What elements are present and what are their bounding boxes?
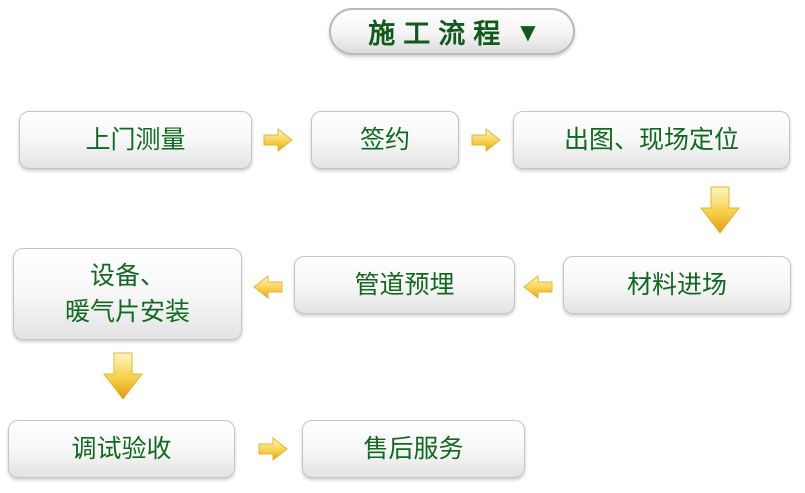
step-drawing-positioning: 出图、现场定位 [513,111,790,169]
arrow-right-icon [471,128,501,152]
flow-title[interactable]: 施工流程 ▼ [329,8,575,55]
step-pipe-embedding-label: 管道预埋 [354,270,455,299]
arrow-down-icon [700,186,740,234]
step-equipment-line1: 设备、 [89,261,165,290]
step-measure-label: 上门测量 [85,125,186,154]
step-equipment-radiator-install: 设备、 暖气片安装 [13,248,242,340]
step-after-sales: 售后服务 [302,420,525,478]
step-after-sales-label: 售后服务 [363,434,464,463]
arrow-left-icon [523,275,553,299]
step-pipe-embedding: 管道预埋 [294,256,515,314]
arrow-right-icon [258,437,288,461]
step-materials-arrival: 材料进场 [563,256,791,314]
step-measure: 上门测量 [19,111,252,169]
step-drawing-positioning-label: 出图、现场定位 [563,125,739,154]
arrow-left-icon [253,275,283,299]
triangle-down-icon: ▼ [520,19,536,44]
step-materials-arrival-label: 材料进场 [626,270,727,299]
step-commissioning: 调试验收 [8,420,235,478]
arrow-down-icon [103,352,143,400]
step-contract-label: 签约 [359,125,410,154]
step-commissioning-label: 调试验收 [71,434,172,463]
step-equipment-line2: 暖气片安装 [64,297,190,326]
arrow-right-icon [263,128,293,152]
step-contract: 签约 [311,111,459,169]
flow-title-text: 施工流程 [368,19,509,50]
